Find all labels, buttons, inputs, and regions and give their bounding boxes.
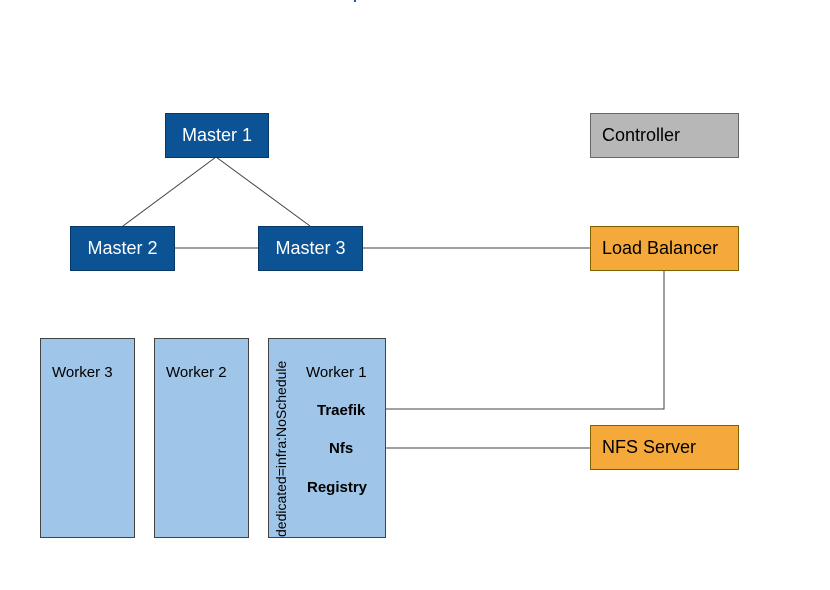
master-1-node: Master 1 <box>165 113 269 158</box>
master-3-node: Master 3 <box>258 226 363 271</box>
worker-3-label: Worker 3 <box>52 364 113 381</box>
controller-label: Controller <box>602 125 681 145</box>
nfs-server-node: NFS Server <box>590 425 739 470</box>
master-2-node: Master 2 <box>70 226 175 271</box>
traefik-service: Traefik <box>317 402 366 419</box>
load-balancer-label: Load Balancer <box>602 238 719 258</box>
worker-3-node <box>40 338 135 538</box>
nfs-server-label: NFS Server <box>602 437 697 457</box>
stray-dot <box>354 0 356 2</box>
worker-2-node <box>154 338 249 538</box>
registry-service: Registry <box>307 479 368 496</box>
worker-1-node <box>268 338 386 538</box>
master-2-label: Master 2 <box>87 238 158 258</box>
master-3-label: Master 3 <box>275 238 346 258</box>
nfs-service: Nfs <box>329 440 354 457</box>
controller-node: Controller <box>590 113 739 158</box>
master-1-label: Master 1 <box>181 125 253 145</box>
worker-2-label: Worker 2 <box>166 364 227 381</box>
load-balancer-node: Load Balancer <box>590 226 739 271</box>
edge-loadbalancer-traefik <box>370 270 665 410</box>
edge-master1-master2 <box>122 156 217 227</box>
worker-1-label: Worker 1 <box>306 364 367 381</box>
edge-master1-master3 <box>215 156 311 227</box>
worker-1-taint-label: dedicated=infra:NoSchedule <box>273 360 289 537</box>
